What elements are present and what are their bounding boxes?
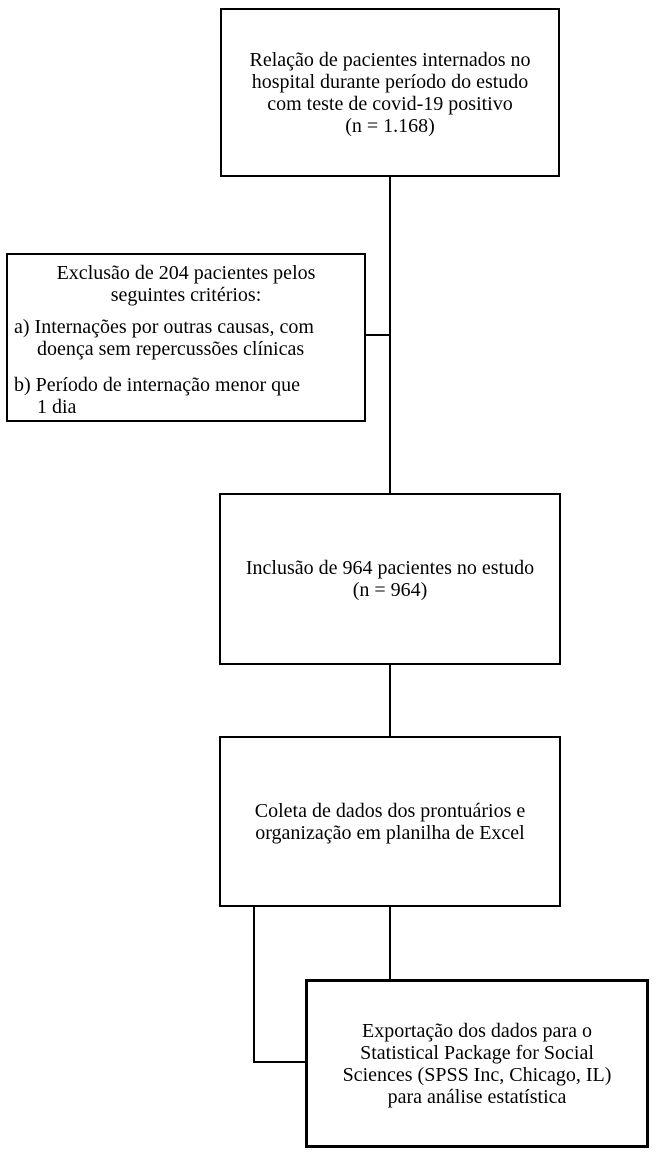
connector-left-to-export [253,1061,306,1063]
box-text-line: Inclusão de 964 pacientes no estudo [245,557,535,579]
box-text-line: Exclusão de 204 pacientes pelos [56,262,316,284]
box-text-line: doença sem repercussões clínicas [37,338,305,360]
box-text-line: organização em planilha de Excel [255,821,525,844]
box-text: Internações por outras causas, com [34,316,314,338]
flow-box-patients-total: Relação de pacientes internados no hospi… [220,8,560,177]
box-text-line: com teste de covid-19 positivo [267,92,513,115]
box-text-line: b) Período de internação menor que [14,374,362,396]
flow-box-inclusion: Inclusão de 964 pacientes no estudo (n =… [219,493,561,665]
box-text-line: Exportação dos dados para o [362,1019,592,1042]
exclusion-heading: Exclusão de 204 pacientes pelos seguinte… [10,262,362,306]
box-text-line: a) Internações por outras causas, com [14,316,362,338]
exclusion-criterion-a: a) Internações por outras causas, com do… [10,316,362,360]
connector-collection-to-export [389,907,391,979]
box-text-line: Coleta de dados dos prontuários e [254,799,526,822]
box-text-line: Statistical Package for Social [360,1041,594,1064]
box-n-count: (n = 1.168) [345,114,435,137]
box-text-line: hospital durante período do estudo [251,70,529,93]
box-text-line: seguintes critérios: [110,284,262,306]
connector-top-to-inclusion [389,177,391,493]
connector-exclusion-branch [366,334,389,336]
flow-box-spss-export: Exportação dos dados para o Statistical … [305,979,649,1148]
box-n-count: (n = 964) [352,579,428,601]
list-marker: a) [14,316,30,338]
flow-box-exclusion: Exclusão de 204 pacientes pelos seguinte… [6,253,366,422]
exclusion-criterion-b: b) Período de internação menor que 1 dia [10,374,362,418]
flow-box-data-collection: Coleta de dados dos prontuários e organi… [219,736,561,907]
box-text-line: Relação de pacientes internados no [249,48,531,71]
box-text: Período de internação menor que [35,374,301,396]
box-text-line: 1 dia [37,396,77,418]
box-text-line: Sciences (SPSS Inc, Chicago, IL) [342,1063,612,1086]
connector-inclusion-to-collection [389,665,391,736]
connector-collection-left-down [253,907,255,1063]
list-marker: b) [14,374,31,396]
box-text-line: para análise estatística [387,1085,567,1108]
